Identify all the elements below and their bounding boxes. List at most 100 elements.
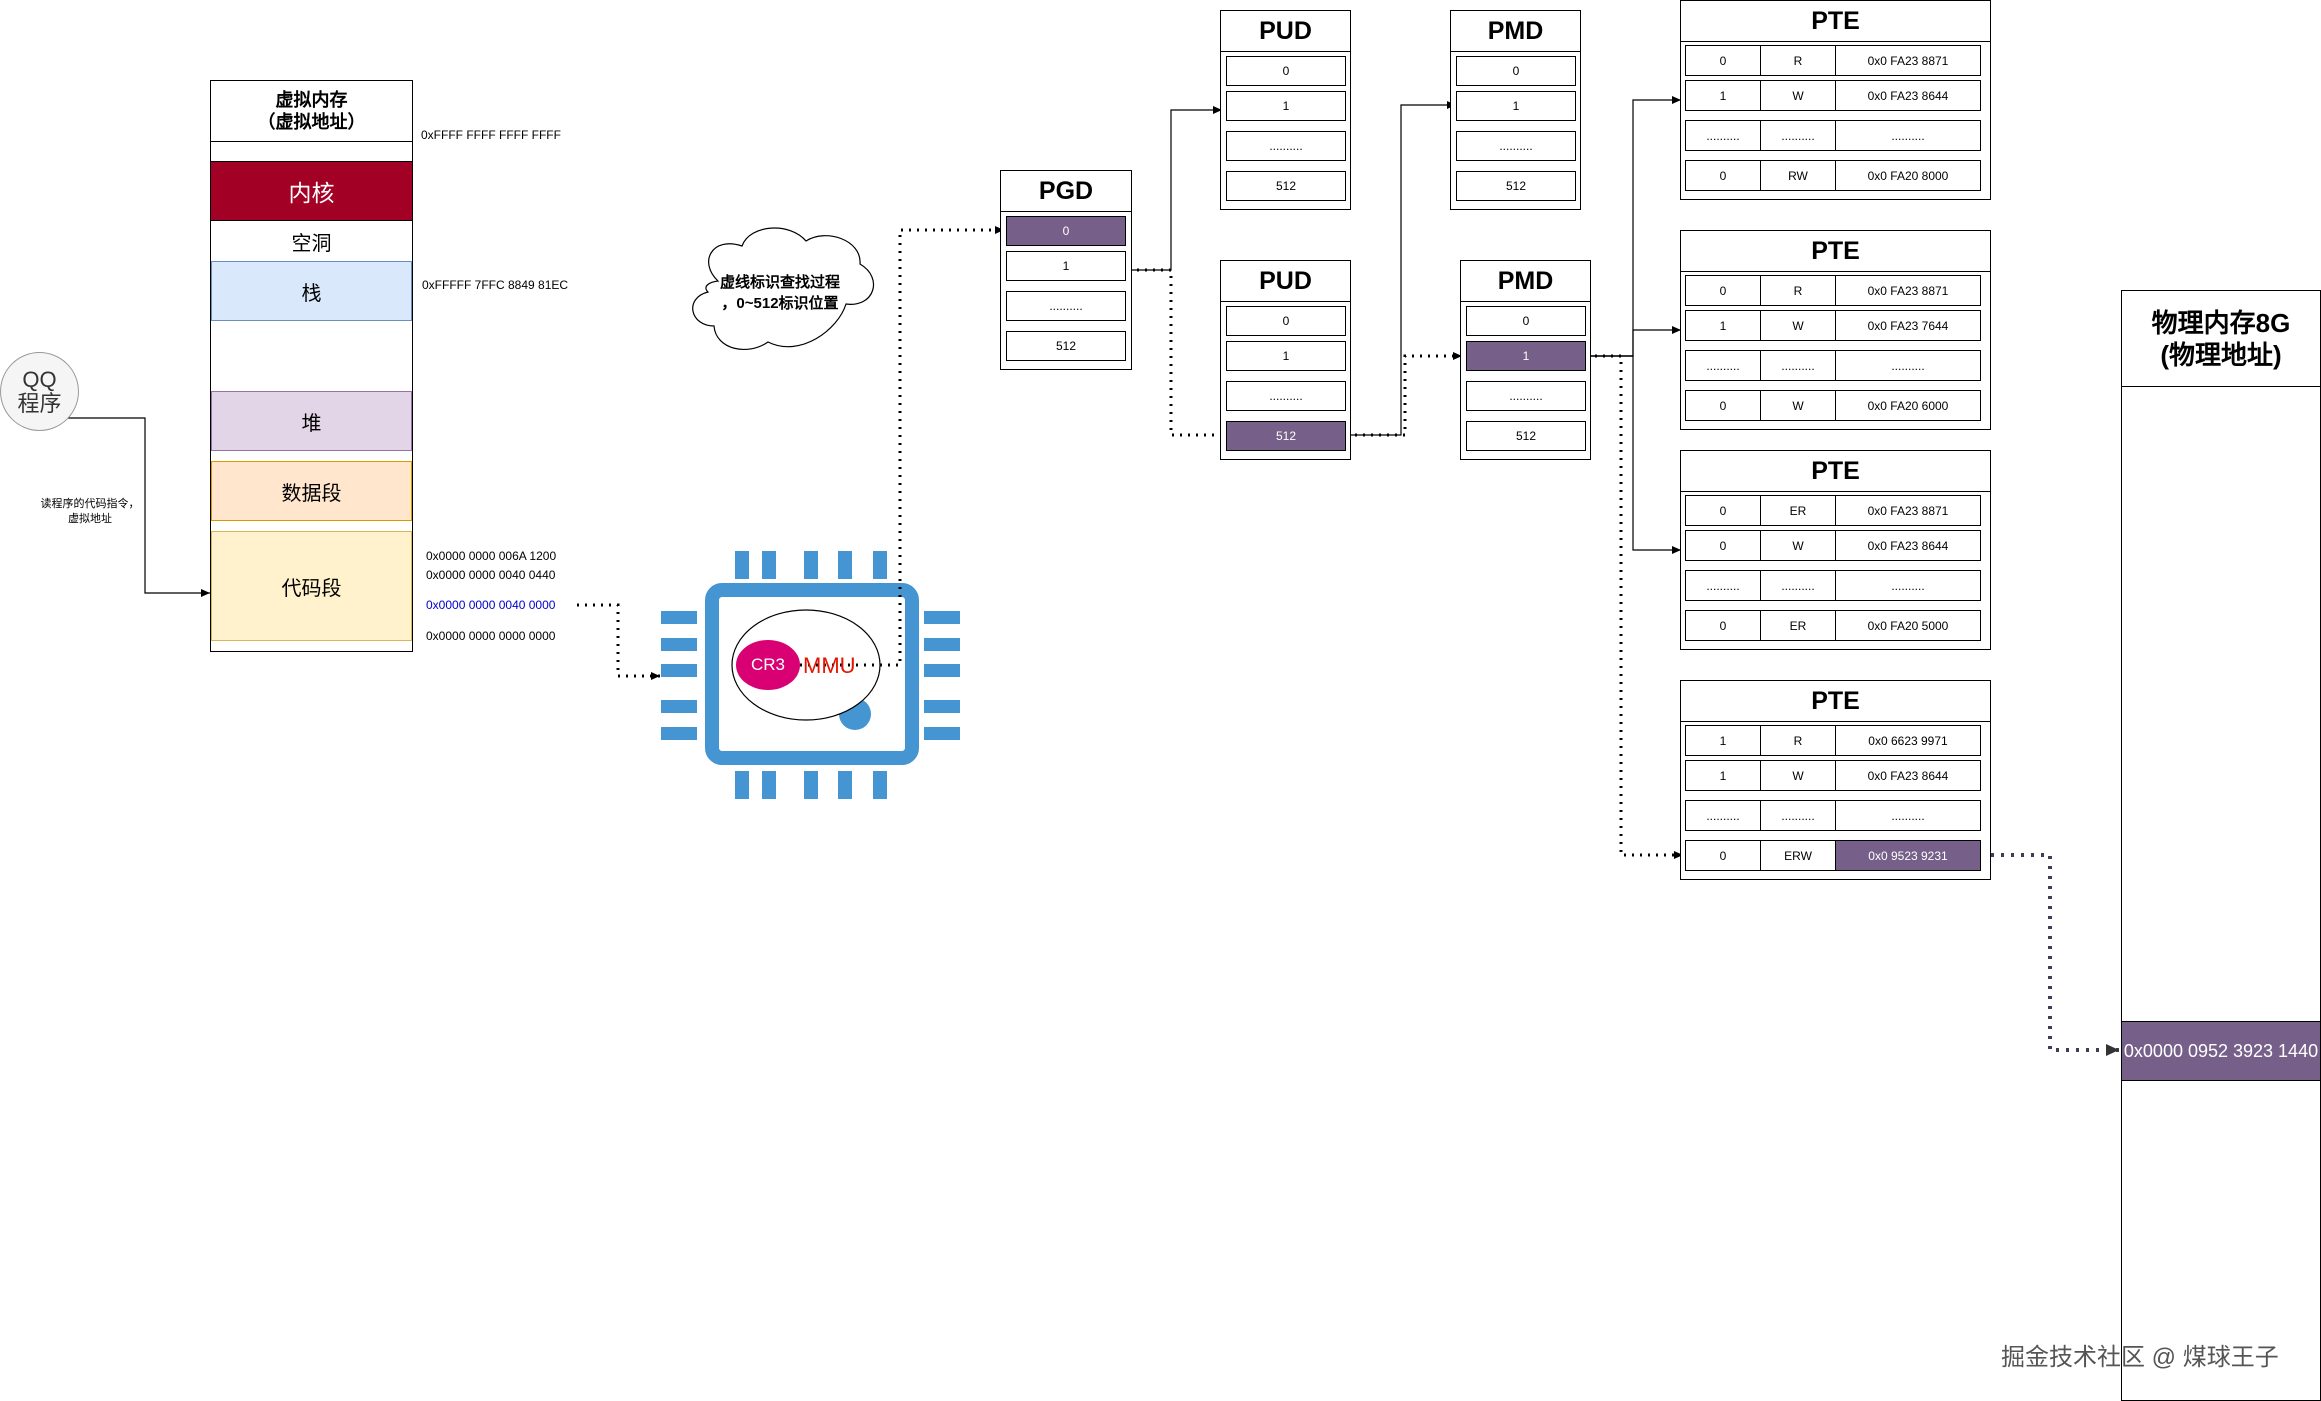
code-segment: 代码段 [211,531,412,641]
pte1-r3-c0: 0 [1685,160,1761,191]
pmd2-to-pte1-arrow [1587,96,1681,357]
pte4-r3-c0: 0 [1685,840,1761,871]
pgd-row-0: 0 [1006,216,1126,246]
pte2-r2-c1: .......... [1760,350,1836,381]
pte4-title: PTE [1681,681,1990,722]
pte-table-1: PTE 0 R 0x0 FA23 8871 1 W 0x0 FA23 8644 … [1680,0,1991,200]
cr3-register: CR3 [736,640,800,690]
pgd-to-pud2-arrow [1129,268,1224,437]
data-segment: 数据段 [211,461,412,521]
stack-segment: 栈 [211,261,412,321]
pte2-title: PTE [1681,231,1990,272]
pte3-r3-c1: ER [1760,610,1836,641]
pte4-r2-c1: .......... [1760,800,1836,831]
cpu-chip-icon [661,551,960,799]
physical-address-cell: 0x0000 0952 3923 1440 [2122,1021,2320,1081]
pte1-title: PTE [1681,1,1990,42]
pte1-r0-c0: 0 [1685,45,1761,76]
pte4-r0-c1: R [1760,725,1836,756]
pte1-r3-c1: RW [1760,160,1836,191]
pte2-r1-c2: 0x0 FA23 7644 [1835,310,1981,341]
pud-table-1: PUD 0 1 .......... 512 [1220,10,1351,210]
pmd1-row-0: 0 [1456,56,1576,86]
pte3-title: PTE [1681,451,1990,492]
pte4-r0-c0: 1 [1685,725,1761,756]
pte-table-3: PTE 0 ER 0x0 FA23 8871 0 W 0x0 FA23 8644… [1680,450,1991,650]
pud2-row-0: 0 [1226,306,1346,336]
virtual-memory-column: 虚拟内存 （虚拟地址） 内核 空洞 栈 堆 数据段 代码段 [210,80,413,652]
pte2-r3-c2: 0x0 FA20 6000 [1835,390,1981,421]
pmd2-to-pte4-arrow [1587,354,1683,859]
pte3-r0-c1: ER [1760,495,1836,526]
pud1-row-ellipsis: .......... [1226,131,1346,161]
pte3-r1-c0: 0 [1685,530,1761,561]
pte3-r1-c1: W [1760,530,1836,561]
pte2-r3-c0: 0 [1685,390,1761,421]
pte1-r2-c2: .......... [1835,120,1981,151]
pgd-to-pud1-arrow [1129,106,1222,271]
virtual-memory-title: 虚拟内存 （虚拟地址） [211,81,412,142]
pud2-row-ellipsis: .......... [1226,381,1346,411]
pte3-r2-c1: .......... [1760,570,1836,601]
pud2-title: PUD [1221,261,1350,302]
qq-program-circle: QQ 程序 [0,352,79,431]
qq-to-code-arrow [68,417,210,597]
pte3-r0-c0: 0 [1685,495,1761,526]
pte-table-2: PTE 0 R 0x0 FA23 8871 1 W 0x0 FA23 7644 … [1680,230,1991,430]
physical-memory-column: 物理内存8G (物理地址) 0x0000 0952 3923 1440 [2121,290,2321,1401]
pte3-r2-c2: .......... [1835,570,1981,601]
pte1-r0-c1: R [1760,45,1836,76]
pud-table-2: PUD 0 1 .......... 512 [1220,260,1351,460]
pud2-row-512: 512 [1226,421,1346,451]
pte4-r1-c0: 1 [1685,760,1761,791]
pte3-r2-c0: .......... [1685,570,1761,601]
pte3-r1-c2: 0x0 FA23 8644 [1835,530,1981,561]
pte2-r0-c0: 0 [1685,275,1761,306]
pte2-r2-c2: .......... [1835,350,1981,381]
address-top: 0xFFFF FFFF FFFF FFFF [421,128,561,142]
pte1-r2-c0: .......... [1685,120,1761,151]
pmd2-row-1: 1 [1466,341,1586,371]
pud2-to-pmd1-arrow [1347,101,1456,436]
pud1-row-512: 512 [1226,171,1346,201]
pte-table-4: PTE 1 R 0x0 6623 9971 1 W 0x0 FA23 8644 … [1680,680,1991,880]
pmd2-row-ellipsis: .......... [1466,381,1586,411]
pte4-r0-c2: 0x0 6623 9971 [1835,725,1981,756]
pte1-r3-c2: 0x0 FA20 8000 [1835,160,1981,191]
hole-segment: 空洞 [211,221,412,261]
pmd2-to-pte3-arrow [1587,355,1681,554]
pte3-r0-c2: 0x0 FA23 8871 [1835,495,1981,526]
address-code-c: 0x0000 0000 0040 0000 [426,598,556,612]
physical-memory-title: 物理内存8G (物理地址) [2122,291,2320,387]
note-cloud-shape [692,227,875,350]
pte2-r3-c1: W [1760,390,1836,421]
pud2-to-pmd2-arrow [1347,352,1462,437]
address-code-d: 0x0000 0000 0000 0000 [426,629,556,643]
heap-segment: 堆 [211,391,412,451]
address-stack: 0xFFFFF 7FFC 8849 81EC [422,278,569,292]
pud2-row-1: 1 [1226,341,1346,371]
qq-program-label: 程序 [17,390,62,416]
pte4-r3-c1: ERW [1760,840,1836,871]
pmd-table-2: PMD 0 1 .......... 512 [1460,260,1591,460]
pmd2-row-512: 512 [1466,421,1586,451]
watermark: 掘金技术社区 @ 煤球王子 [2001,1344,2279,1371]
read-instruction-label: 读程序的代码指令， 虚拟地址 [40,498,140,525]
pte4-r2-c0: .......... [1685,800,1761,831]
pte2-r0-c2: 0x0 FA23 8871 [1835,275,1981,306]
pgd-row-ellipsis: .......... [1006,291,1126,321]
pte-to-physical-arrow [1981,853,2119,1056]
pgd-table: PGD 0 1 .......... 512 [1000,170,1132,370]
pte1-r1-c2: 0x0 FA23 8644 [1835,80,1981,111]
pmd1-row-1: 1 [1456,91,1576,121]
pte1-r2-c1: .......... [1760,120,1836,151]
addr-to-cpu-arrow [577,603,660,680]
pud1-row-0: 0 [1226,56,1346,86]
mmu-label: MMU [803,653,856,678]
pmd1-row-ellipsis: .......... [1456,131,1576,161]
pmd1-row-512: 512 [1456,171,1576,201]
pte4-r3-c2: 0x0 9523 9231 [1835,840,1981,871]
pte4-r1-c1: W [1760,760,1836,791]
pte3-r3-c2: 0x0 FA20 5000 [1835,610,1981,641]
address-code-b: 0x0000 0000 0040 0440 [426,568,556,582]
